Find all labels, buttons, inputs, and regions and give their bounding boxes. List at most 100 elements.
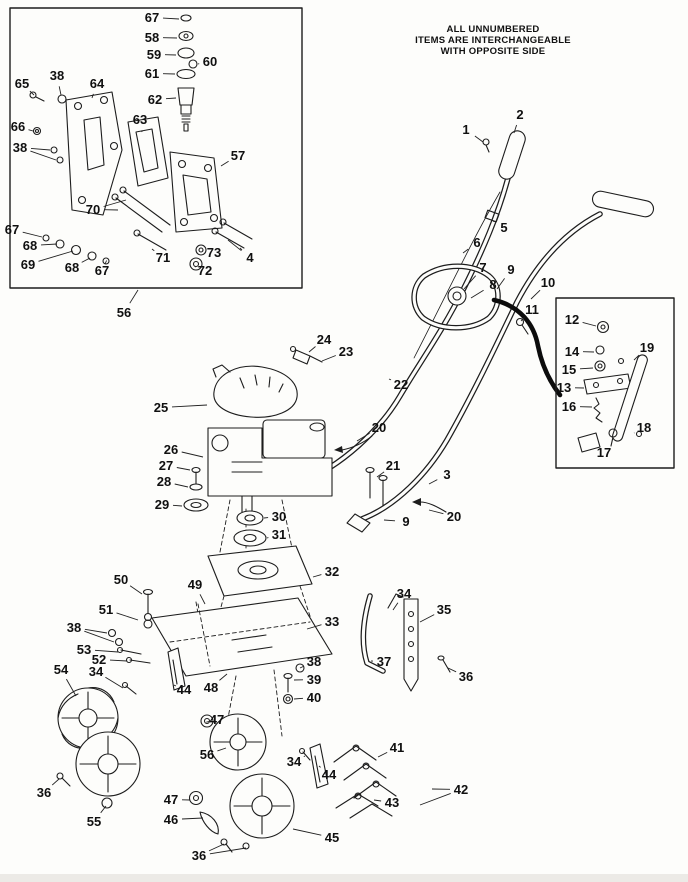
handlebar-assembly [289,130,655,533]
leader-line [376,471,385,478]
part-label-2: 2 [516,107,523,122]
part-label-12: 12 [565,312,579,327]
part-label-38: 38 [50,68,64,83]
cable-clamp [484,209,500,223]
leader-line [94,649,119,653]
leader-line [579,367,594,370]
part-label-19: 19 [640,340,654,355]
part-label-18: 18 [637,420,651,435]
leader-line [28,129,34,132]
leader-line [520,317,525,322]
leader-line [419,792,451,806]
part-label-58: 58 [145,30,159,45]
part-label-51: 51 [99,602,113,617]
part-label-34: 34 [287,754,302,769]
right-hardware [282,593,451,705]
leader-line [392,602,399,611]
part-label-14: 14 [565,344,580,359]
part-label-26: 26 [164,442,178,457]
part-label-33: 33 [325,614,339,629]
leader-line [356,432,370,442]
part-label-38: 38 [67,620,81,635]
part-label-32: 32 [325,564,339,579]
part-label-1: 1 [462,122,469,137]
leader-line [377,751,388,758]
leader-line [217,747,227,752]
leader-line [419,614,435,623]
mount-bracket-right [169,151,223,233]
diagram-artwork [9,7,675,853]
part-label-44: 44 [322,767,337,782]
leader-line [199,594,206,605]
part-label-30: 30 [272,509,286,524]
leader-line [105,676,124,689]
part-label-73: 73 [207,245,221,260]
leader-line [66,678,77,697]
engine-block [207,427,333,497]
leader-line [227,239,242,252]
part-label-13: 13 [557,380,571,395]
part-label-56: 56 [117,305,131,320]
part-label-24: 24 [317,332,332,347]
leader-line [51,778,60,786]
part-label-17: 17 [597,445,611,460]
part-label-9: 9 [507,262,514,277]
leader-line [84,628,108,634]
part-label-20: 20 [447,509,461,524]
part-label-29: 29 [155,497,169,512]
part-label-48: 48 [204,680,218,695]
part-label-16: 16 [562,399,576,414]
part-label-44: 44 [177,682,192,697]
part-label-72: 72 [198,263,212,278]
leader-line [513,124,518,134]
leader-line [22,231,43,238]
part-label-68: 68 [23,238,37,253]
leader-line [321,355,336,362]
part-label-27: 27 [159,458,173,473]
leader-line [582,321,597,327]
part-label-67: 67 [95,263,109,278]
part-label-68: 68 [65,260,79,275]
part-label-34: 34 [397,586,412,601]
part-label-15: 15 [562,362,576,377]
handle-grip-right [591,190,655,218]
part-label-45: 45 [325,830,339,845]
leader-line [299,665,305,669]
leader-line [633,354,640,361]
leader-line [373,799,382,802]
leader-line [308,346,316,353]
fuel-tank [262,419,326,459]
tine-assembly-center [188,713,329,853]
leader-line [318,765,321,768]
part-label-67: 67 [5,222,19,237]
leader-line [172,504,183,507]
part-label-38: 38 [13,140,27,155]
inset-idler-parts [555,297,675,469]
belt-tray [207,545,313,597]
leader-line [181,817,204,820]
idler-rod [612,354,648,442]
part-label-62: 62 [148,92,162,107]
part-label-3: 3 [443,467,450,482]
part-label-36: 36 [459,669,473,684]
leader-line [151,248,155,252]
leader-line [116,612,139,621]
leader-line [81,257,91,263]
part-label-21: 21 [386,458,400,473]
part-label-54: 54 [54,662,69,677]
part-label-67: 67 [145,10,159,25]
leader-line [462,248,469,254]
leader-line [463,275,477,290]
leader-line [206,720,212,723]
part-label-71: 71 [156,250,170,265]
leader-line [40,243,58,246]
part-label-39: 39 [307,672,321,687]
part-label-53: 53 [77,642,91,657]
part-label-20: 20 [372,420,386,435]
leader-line [428,479,438,485]
leader-line [30,147,51,151]
part-label-56: 56 [200,747,214,762]
inset-engine-mount [9,7,303,289]
part-label-11: 11 [525,302,539,317]
